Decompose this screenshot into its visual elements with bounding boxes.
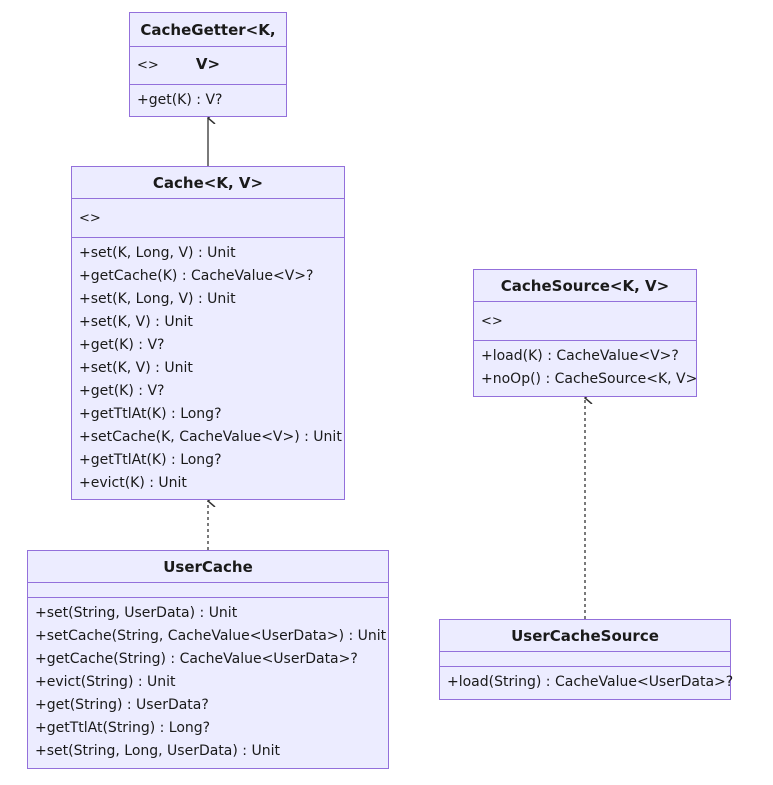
method: +get(K) : V? [79,383,165,399]
method: +getCache(K) : CacheValue<V>? [79,268,314,284]
class-fields [440,652,730,667]
class-fields [28,583,388,598]
class-name: CacheGetter<K, V> [130,13,286,73]
method: +getTtlAt(K) : Long? [79,452,222,468]
method: +getTtlAt(K) : Long? [79,406,222,422]
method: +evict(K) : Unit [79,475,187,491]
class-cache[interactable]: Cache<K, V> <> +set(K, Long, V) : Unit +… [71,166,345,500]
class-name: CacheSource<K, V> [474,270,696,302]
method: +setCache(String, CacheValue<UserData>) … [35,628,387,644]
class-annotation: <> [130,47,286,85]
method: +set(String, UserData) : Unit [35,605,238,621]
class-annotation: <> [474,302,696,341]
method-list: +load(String) : CacheValue<UserData>? [440,667,734,698]
method: +load(K) : CacheValue<V>? [481,348,679,364]
class-user-cache-source[interactable]: UserCacheSource +load(String) : CacheVal… [439,619,734,700]
method-list: +load(K) : CacheValue<V>? +noOp() : Cach… [474,341,698,395]
method: +evict(String) : Unit [35,674,176,690]
method: +getCache(String) : CacheValue<UserData>… [35,651,358,667]
method: +get(String) : UserData? [35,697,209,713]
method-list: +get(K) : V? [130,85,286,116]
class-annotation: <> [72,199,344,238]
method: +set(K, V) : Unit [79,314,193,330]
method: +set(String, Long, UserData) : Unit [35,743,280,759]
class-name: UserCacheSource [440,620,730,652]
method: +get(K) : V? [79,337,165,353]
class-user-cache[interactable]: UserCache +set(String, UserData) : Unit … [27,550,389,769]
method: +noOp() : CacheSource<K, V> [481,371,698,387]
class-name: UserCache [28,551,388,583]
class-cache-getter[interactable]: CacheGetter<K, V> <> +get(K) : V? [129,12,287,117]
method: +set(K, Long, V) : Unit [79,291,236,307]
method: +get(K) : V? [137,92,223,108]
method: +load(String) : CacheValue<UserData>? [447,674,734,690]
method-list: +set(String, UserData) : Unit +setCache(… [28,598,388,767]
method-list: +set(K, Long, V) : Unit +getCache(K) : C… [72,238,344,499]
class-name: Cache<K, V> [72,167,344,199]
class-cache-source[interactable]: CacheSource<K, V> <> +load(K) : CacheVal… [473,269,697,397]
method: +getTtlAt(String) : Long? [35,720,211,736]
method: +setCache(K, CacheValue<V>) : Unit [79,429,342,445]
method: +set(K, V) : Unit [79,360,193,376]
method: +set(K, Long, V) : Unit [79,245,236,261]
